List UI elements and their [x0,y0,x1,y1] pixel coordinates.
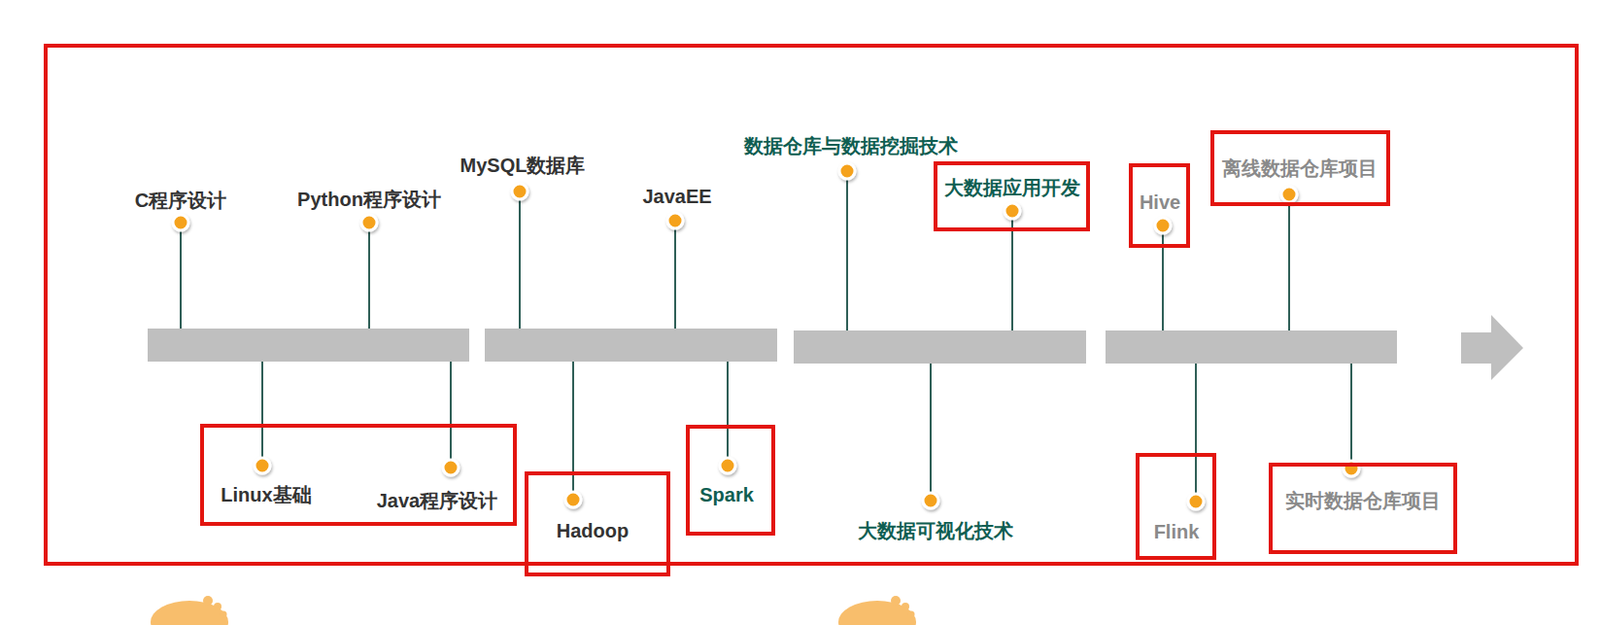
highlight-box: 实时数据仓库项目 [1268,462,1458,554]
outer-frame [45,45,1577,564]
highlight-box: Hadoop [524,471,671,577]
box-text: Flink [1154,519,1200,544]
highlight-box: Hive [1128,163,1191,248]
highlight-box: 大数据应用开发 [933,161,1090,232]
box-text: Spark [699,482,754,507]
timeline-bar [147,314,1524,380]
box-text: 大数据应用开发 [944,175,1081,200]
footprint-icon [150,595,917,625]
box-text: Linux基础 [220,482,311,507]
timeline-label: JavaEE [642,184,712,208]
timeline-dot [172,163,1360,510]
timeline-label: 数据仓库与数据挖掘技术 [744,134,958,158]
box-text: Hive [1139,190,1181,214]
box-text: Java程序设计 [376,488,499,512]
stem-line [180,170,1352,502]
timeline-label: MySQL数据库 [460,153,586,177]
box-text: 离线数据仓库项目 [1222,156,1378,180]
timeline-label: 大数据可视化技术 [857,518,1014,543]
box-text: 实时数据仓库项目 [1285,488,1441,512]
highlight-box: Spark [685,424,776,536]
box-text: Hadoop [556,518,629,543]
highlight-box: Linux基础 Java程序设计 [200,423,517,526]
timeline-label: Python程序设计 [297,187,442,211]
highlight-box: 离线数据仓库项目 [1210,130,1391,206]
highlight-box: Flink [1135,452,1217,560]
timeline-label: C程序设计 [135,188,227,212]
